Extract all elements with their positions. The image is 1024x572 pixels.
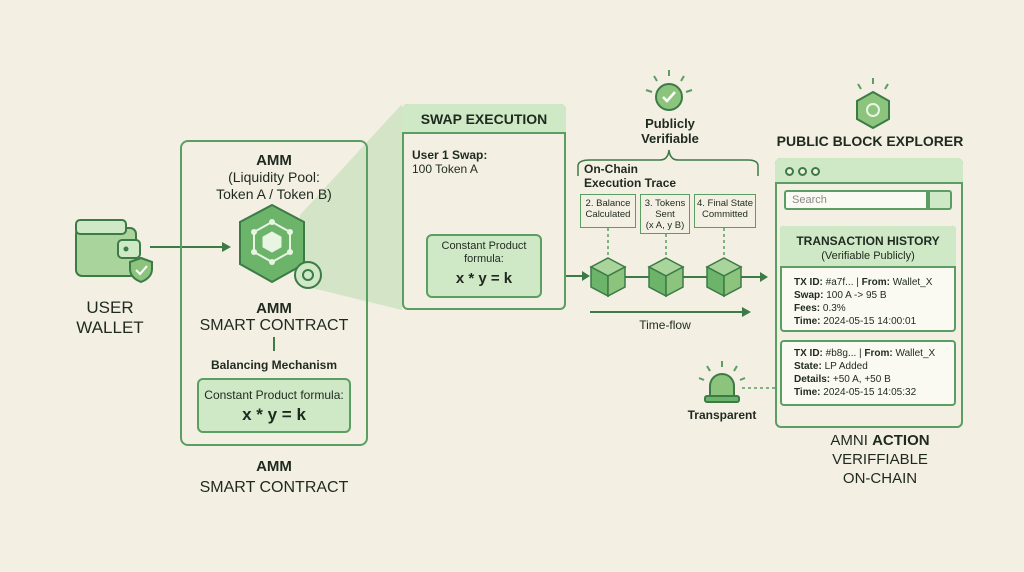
wallet-label-line1: USER <box>86 298 134 317</box>
step-connectors <box>607 228 725 256</box>
tx1-from: Wallet_X <box>892 277 933 288</box>
amm-subtitle: (Liquidity Pool: Token A / Token B) <box>180 169 368 203</box>
tx1-time-label: Time: <box>794 316 821 327</box>
window-dot-3[interactable] <box>811 167 820 176</box>
timeflow-label: Time-flow <box>639 318 691 332</box>
tx2-time: 2024-05-15 14:05:32 <box>823 387 917 398</box>
swap-execution-title: SWAP EXECUTION <box>402 104 566 134</box>
tx1-time-row: Time: 2024-05-15 14:00:01 <box>794 315 954 328</box>
tx2-state-label: State: <box>794 361 822 372</box>
tx1-id: #a7f... <box>825 277 854 288</box>
tx2-state: LP Added <box>824 361 868 372</box>
transaction-card-2 <box>780 340 956 406</box>
tx1-fees: 0.3% <box>822 303 846 314</box>
wallet-label: USER WALLET <box>60 298 160 338</box>
trace-step-tokens: 3. Tokens Sent (x A, y B) <box>640 194 690 234</box>
tx1-id-label: TX ID: <box>794 277 823 288</box>
step2-line3: (x A, y B) <box>645 220 685 231</box>
amm-caption-title: AMM <box>256 458 292 475</box>
tx1-time: 2024-05-15 14:00:01 <box>823 316 917 327</box>
tx1-fees-label: Fees: <box>794 303 821 314</box>
tx2-id: #b8g... <box>825 348 857 359</box>
window-dot-2[interactable] <box>798 167 807 176</box>
swap-formula-line1: Constant Product <box>441 240 527 252</box>
step2-line2: Sent <box>655 209 675 220</box>
swap-formula-label: Constant Product formula: <box>426 240 542 266</box>
trace-title-line1: On-Chain <box>584 162 638 176</box>
tx2-from: Wallet_X <box>895 348 936 359</box>
publicly-line2: Verifiable <box>641 131 699 146</box>
explorer-hexagon-icon <box>856 78 890 130</box>
swap-formula-line2: formula: <box>464 253 504 265</box>
wallet-label-line2: WALLET <box>76 318 144 337</box>
amm-subtitle-line1: (Liquidity Pool: <box>228 169 320 185</box>
wallet-icon <box>75 219 153 284</box>
tx1-swap: 100 A -> 95 B <box>826 290 887 301</box>
transparent-label: Transparent <box>687 408 757 422</box>
amm-formula: x * y = k <box>242 405 306 424</box>
tx2-time-row: Time: 2024-05-15 14:05:32 <box>794 386 954 399</box>
tx1-id-row[interactable]: TX ID: #a7f... | From: Wallet_X <box>794 277 933 288</box>
tx2-state-row: State: LP Added <box>794 360 954 373</box>
amm-caption-subtitle: SMART CONTRACT <box>199 479 349 496</box>
swap-user-info: User 1 Swap: 100 Token A <box>412 148 562 176</box>
trace-title: On-Chain Execution Trace <box>584 162 714 190</box>
caption-amni: AMNI <box>830 432 868 449</box>
step1-line2: Calculated <box>585 209 631 220</box>
swap-formula-box <box>426 234 542 298</box>
alarm-light-icon <box>698 361 746 403</box>
amm-subtitle-line2: Token A / Token B) <box>216 186 332 202</box>
transaction-history-subtitle: (Verifiable Publicly) <box>821 250 915 262</box>
step2-line1: 3. Tokens <box>644 198 686 209</box>
step3-line2: Committed <box>702 209 748 220</box>
amm-smart-contract: SMART CONTRACT <box>199 317 349 334</box>
tx2-id-row[interactable]: TX ID: #b8g... | From: Wallet_X <box>794 348 936 359</box>
explorer-caption-line1: AMNI ACTION <box>780 432 980 449</box>
search-input[interactable]: Search <box>784 190 928 210</box>
explorer-caption-line3: ON-CHAIN <box>842 470 918 487</box>
zoom-funnel <box>300 104 402 310</box>
liquidity-pool-hexagon-icon <box>239 203 305 284</box>
publicly-line1: Publicly <box>645 116 695 131</box>
gear-icon <box>294 261 322 289</box>
search-button[interactable] <box>928 190 952 210</box>
check-badge-icon <box>645 70 693 111</box>
trace-step-balance: 2. Balance Calculated <box>580 194 636 228</box>
trace-brace <box>577 149 759 176</box>
swap-user-line1: User 1 Swap: <box>412 148 488 162</box>
trace-step-final: 4. Final State Committed <box>694 194 756 228</box>
tx2-details-label: Details: <box>794 374 831 385</box>
swap-formula: x * y = k <box>455 270 513 287</box>
tx1-fees-row: Fees: 0.3% <box>794 302 954 315</box>
amm-formula-box <box>197 378 351 433</box>
caption-action: ACTION <box>872 432 930 449</box>
explorer-caption-line2: VERIFFIABLE <box>832 451 928 468</box>
tx1-swap-label: Swap: <box>794 290 824 301</box>
tx1-from-label: From: <box>861 277 890 288</box>
tx2-time-label: Time: <box>794 387 821 398</box>
amm-formula-label: Constant Product formula: <box>204 388 344 402</box>
transaction-history-title: TRANSACTION HISTORY <box>796 234 940 248</box>
transaction-history-header <box>780 226 956 268</box>
publicly-verifiable-label: Publicly Verifiable <box>620 116 720 146</box>
step1-line1: 2. Balance <box>585 198 631 209</box>
balancing-mechanism-label: Balancing Mechanism <box>210 358 338 372</box>
tx1-swap-row: Swap: 100 A -> 95 B <box>794 289 954 302</box>
amm-panel <box>180 140 368 446</box>
tx2-details: +50 A, +50 B <box>832 374 891 385</box>
block-cube-icons <box>589 257 768 298</box>
swap-user-line2: 100 Token A <box>412 162 478 176</box>
amm-title: AMM <box>256 152 292 169</box>
tx2-id-label: TX ID: <box>794 348 823 359</box>
window-dot-1[interactable] <box>785 167 794 176</box>
explorer-title: PUBLIC BLOCK EXPLORER <box>776 133 964 149</box>
trace-title-line2: Execution Trace <box>584 176 677 190</box>
tx2-from-label: From: <box>864 348 893 359</box>
amm-name: AMM <box>256 300 292 317</box>
tx2-details-row: Details: +50 A, +50 B <box>794 373 954 386</box>
step3-line1: 4. Final State <box>697 198 753 209</box>
